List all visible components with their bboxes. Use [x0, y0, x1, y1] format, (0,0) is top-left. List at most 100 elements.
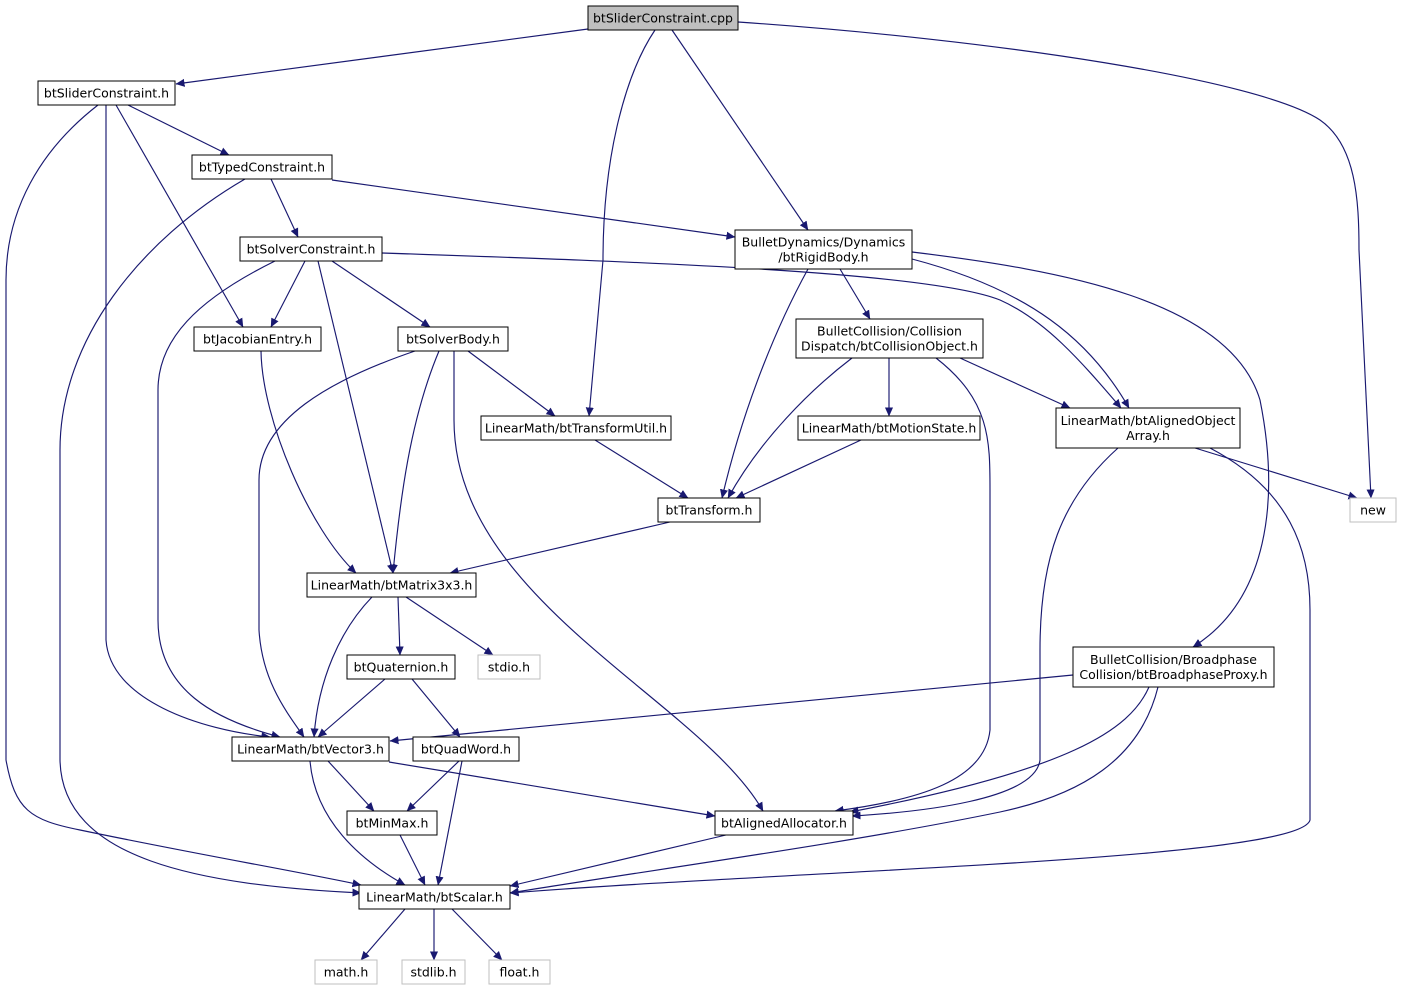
node-label-stdio-line-1: stdio.h — [488, 660, 530, 675]
node-box-math — [314, 959, 378, 985]
node-label-float-line-1: float.h — [500, 965, 540, 980]
node-label-rigid-line-2: /btRigidBody.h — [778, 250, 868, 265]
edge-solverc-to-alignarr — [381, 252, 1122, 409]
edge-motion-to-transform — [735, 439, 862, 499]
node-transutil[interactable]: LinearMath/btTransformUtil.h — [480, 415, 672, 441]
node-solverb[interactable]: btSolverBody.h — [397, 326, 509, 352]
node-box-jacob — [193, 326, 322, 352]
node-sliderh[interactable]: btSliderConstraint.h — [37, 80, 176, 106]
node-label-stdlib-line-1: stdlib.h — [410, 965, 456, 980]
edge-root-to-new — [737, 21, 1375, 499]
edge-quat-to-vec3 — [317, 678, 386, 738]
node-label-quat-line-1: btQuaternion.h — [354, 660, 449, 675]
node-alloc[interactable]: btAlignedAllocator.h — [714, 810, 854, 836]
edge-root-to-sliderh — [175, 28, 589, 87]
edge-scalar-to-float — [451, 908, 503, 961]
node-label-minmax-line-1: btMinMax.h — [356, 816, 429, 831]
node-label-collobj-line-1: BulletCollision/Collision — [817, 324, 962, 339]
edge-broad-to-alloc — [849, 686, 1150, 815]
node-label-transform-line-1: btTransform.h — [666, 503, 753, 518]
edge-broad-to-scalar — [509, 686, 1159, 896]
node-box-alloc — [714, 810, 854, 836]
node-vec3[interactable]: LinearMath/btVector3.h — [231, 736, 390, 762]
node-typed[interactable]: btTypedConstraint.h — [191, 154, 333, 180]
edge-transform-to-matrix — [449, 521, 671, 576]
node-label-new-line-1: new — [1360, 503, 1386, 518]
edge-alignarr-to-new — [1194, 447, 1358, 500]
node-box-transutil — [480, 415, 672, 441]
node-transform[interactable]: btTransform.h — [657, 497, 761, 523]
node-label-alignarr-line-1: LinearMath/btAlignedObject — [1061, 413, 1236, 428]
node-motion[interactable]: LinearMath/btMotionState.h — [797, 415, 981, 441]
node-stdlib: stdlib.h — [401, 959, 466, 985]
node-label-typed-line-1: btTypedConstraint.h — [199, 160, 325, 175]
edge-sliderh-to-typed — [127, 104, 230, 156]
node-broad[interactable]: BulletCollision/BroadphaseCollision/btBr… — [1072, 646, 1275, 688]
node-label-broad-line-1: BulletCollision/Broadphase — [1090, 652, 1257, 667]
node-scalar[interactable]: LinearMath/btScalar.h — [358, 884, 511, 910]
edge-typed-to-solverc — [270, 178, 299, 238]
node-box-motion — [797, 415, 981, 441]
node-label-jacob-line-1: btJacobianEntry.h — [203, 332, 312, 347]
node-collobj[interactable]: BulletCollision/CollisionDispatch/btColl… — [795, 318, 984, 359]
node-box-scalar — [358, 884, 511, 910]
edge-solverb-to-matrix — [389, 350, 440, 574]
edge-quat-to-quadw — [411, 678, 461, 738]
edge-alloc-to-scalar — [509, 834, 727, 888]
node-math: math.h — [314, 959, 378, 985]
edge-solverb-to-transutil — [467, 350, 556, 417]
node-box-solverb — [397, 326, 509, 352]
node-rigid[interactable]: BulletDynamics/Dynamics/btRigidBody.h — [734, 229, 913, 270]
edge-vec3-to-alloc — [388, 761, 716, 819]
node-box-transform — [657, 497, 761, 523]
node-box-collobj — [795, 318, 984, 359]
node-box-new — [1349, 497, 1397, 523]
edge-matrix-to-vec3 — [310, 596, 373, 738]
node-box-minmax — [346, 810, 438, 836]
node-stdio: stdio.h — [477, 654, 541, 680]
edge-vec3-to-minmax — [327, 760, 375, 812]
node-box-matrix — [306, 572, 477, 598]
node-label-broad-line-2: Collision/btBroadphaseProxy.h — [1079, 667, 1267, 682]
node-box-sliderh — [37, 80, 176, 106]
edge-typed-to-scalar — [59, 178, 362, 897]
node-minmax[interactable]: btMinMax.h — [346, 810, 438, 836]
edge-sliderh-to-jacob — [115, 104, 244, 328]
node-box-stdlib — [401, 959, 466, 985]
node-quadw[interactable]: btQuadWord.h — [412, 736, 520, 762]
edge-scalar-to-math — [360, 908, 406, 961]
node-label-solverb-line-1: btSolverBody.h — [406, 332, 500, 347]
edge-jacob-to-matrix — [260, 350, 357, 574]
node-box-rigid — [734, 229, 913, 270]
edge-typed-to-rigid — [331, 179, 736, 240]
edge-root-to-transutil — [585, 29, 656, 417]
node-box-quadw — [412, 736, 520, 762]
node-label-vec3-line-1: LinearMath/btVector3.h — [237, 742, 384, 757]
node-matrix[interactable]: LinearMath/btMatrix3x3.h — [306, 572, 477, 598]
edge-solverb-to-vec3 — [258, 350, 416, 738]
edge-solverb-to-alloc — [453, 351, 764, 812]
edge-vec3-to-scalar — [309, 760, 406, 886]
edge-root-to-rigid — [671, 29, 809, 231]
edge-rigid-to-transform — [720, 268, 809, 499]
node-label-sliderh-line-1: btSliderConstraint.h — [44, 86, 169, 101]
edge-collobj-to-alloc — [834, 357, 991, 814]
edge-broad-to-vec3 — [389, 674, 1074, 745]
edge-rigid-to-broad — [911, 251, 1270, 648]
node-box-float — [488, 959, 551, 985]
node-jacob[interactable]: btJacobianEntry.h — [193, 326, 322, 352]
node-solverc[interactable]: btSolverConstraint.h — [239, 236, 383, 262]
node-label-alignarr-line-2: Array.h — [1126, 428, 1170, 443]
edge-minmax-to-scalar — [399, 834, 426, 886]
edge-collobj-to-alignarr — [959, 357, 1071, 409]
node-root[interactable]: btSliderConstraint.cpp — [587, 5, 739, 31]
edge-transutil-to-transform — [594, 439, 689, 499]
node-box-broad — [1072, 646, 1275, 688]
edge-sliderh-to-scalar — [5, 104, 362, 888]
edge-collobj-to-transform — [727, 357, 853, 499]
edge-quadw-to-scalar — [435, 760, 463, 886]
node-quat[interactable]: btQuaternion.h — [346, 654, 456, 680]
node-box-root — [587, 5, 739, 31]
edge-solverc-to-solverb — [331, 260, 431, 328]
